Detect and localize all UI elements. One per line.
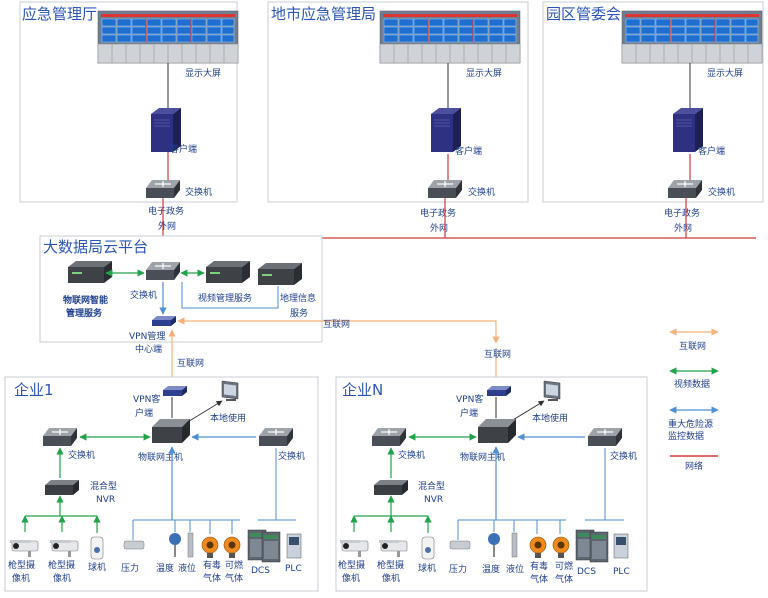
video-management-server [206,261,250,283]
switch-label-0: 交换机 [185,186,212,198]
svg-text:PLC: PLC [285,564,302,574]
svg-text:交换机: 交换机 [68,449,95,461]
switch-0 [145,179,181,199]
svg-text:像机: 像机 [53,572,71,584]
screen-label-0: 显示大屏 [185,67,221,79]
client-label-1: 客户端 [455,145,482,157]
net-label-1a: 电子政务 [420,207,456,219]
svg-text:户端: 户端 [135,407,153,419]
cloud-title: 大数据局云平台 [43,238,148,256]
svg-text:DCS: DCS [251,566,270,576]
svg-text:枪型摄: 枪型摄 [8,559,35,571]
legend-label-video: 视频数据 [674,378,710,390]
svg-text:交换机: 交换机 [278,450,305,462]
screen-label-1: 显示大屏 [466,67,502,79]
svg-text:本地使用: 本地使用 [532,412,568,424]
internet-label-right: 互联网 [484,349,511,360]
geo-info-server [258,263,302,285]
net-label-2a: 电子政务 [664,207,700,219]
svg-text:VPN客: VPN客 [456,393,483,405]
switch-1 [427,179,463,199]
client-server-1 [430,107,462,153]
svg-text:枪型摄: 枪型摄 [338,559,365,571]
enterprise-n: VPN客 户端 本地使用 物联网主机 交换机 交换机 混合型 NVR 枪型摄 像… [338,380,637,585]
svg-text:压力: 压力 [121,562,139,574]
svg-text:混合型: 混合型 [418,480,445,492]
svg-text:有毒: 有毒 [530,560,548,572]
svg-text:交换机: 交换机 [610,450,637,462]
svg-text:物联网主机: 物联网主机 [138,451,183,463]
vpn-center-label-a: VPN管理 [129,330,165,342]
display-wall-2 [621,10,763,64]
svg-text:户端: 户端 [460,407,478,419]
switch-label-1: 交换机 [468,186,495,198]
net-label-1b: 外网 [430,222,448,234]
svg-text:枪型摄: 枪型摄 [377,559,404,571]
svg-text:压力: 压力 [449,563,467,575]
switch-2 [667,179,703,199]
site-title-1: 地市应急管理局 [271,5,376,23]
internet-label-mid: 互联网 [323,319,350,330]
svg-text:混合型: 混合型 [90,480,117,492]
svg-text:球机: 球机 [418,562,436,574]
enterprise-title-1: 企业1 [14,381,54,399]
svg-text:温度: 温度 [156,562,174,574]
geo-label-a: 地理信息 [280,292,316,304]
svg-text:NVR: NVR [96,495,115,505]
svg-text:液位: 液位 [178,562,196,574]
iot-label-b: 管理服务 [66,307,103,319]
vpn-center-label-b: 中心端 [135,343,162,355]
svg-text:有毒: 有毒 [203,559,221,571]
site-title-2: 园区管委会 [546,5,621,23]
display-wall-0 [97,10,239,64]
client-server-2 [672,107,704,153]
enterprise-1: VPN客 户端 本地使用 物联网主机 交换机 交换机 混合型 NVR 枪型摄 像… [8,380,305,584]
svg-text:PLC: PLC [613,567,630,577]
iot-management-server [68,261,112,283]
internet-label-left: 互联网 [177,358,204,369]
svg-text:VPN客: VPN客 [133,393,160,405]
legend: 互联网 视频数据 重大危险源监控数据 网络 [668,328,719,472]
enterprise-title-n: 企业N [342,381,383,399]
svg-text:枪型摄: 枪型摄 [48,559,75,571]
site-title-0: 应急管理厅 [22,5,97,23]
switch-label-2: 交换机 [708,186,735,198]
vpn-center [152,316,176,326]
svg-text:像机: 像机 [382,572,400,584]
svg-text:气体: 气体 [530,573,548,585]
svg-text:NVR: NVR [424,495,443,505]
svg-text:可燃: 可燃 [555,560,573,572]
legend-label-monitor: 重大危险源监控数据 [668,418,713,442]
svg-text:气体: 气体 [225,572,243,584]
svg-text:像机: 像机 [342,572,360,584]
svg-text:DCS: DCS [577,567,596,577]
svg-text:物联网主机: 物联网主机 [460,451,505,463]
legend-label-internet: 互联网 [679,341,706,352]
net-label-0b: 外网 [158,220,176,232]
svg-text:气体: 气体 [555,573,573,585]
svg-text:球机: 球机 [88,561,106,573]
legend-label-network: 网络 [685,460,703,472]
net-label-2b: 外网 [674,222,692,234]
display-wall-1 [379,10,521,64]
svg-text:本地使用: 本地使用 [210,412,246,424]
cloud-switch [145,261,181,281]
video-label: 视频管理服务 [198,292,252,304]
client-label-0: 客户端 [170,143,197,155]
svg-text:交换机: 交换机 [398,449,425,461]
geo-label-b: 服务 [290,307,308,319]
svg-text:液位: 液位 [506,563,524,575]
svg-text:温度: 温度 [482,563,500,575]
svg-text:可燃: 可燃 [225,559,243,571]
cloud-switch-label: 交换机 [130,289,157,301]
client-label-2: 客户端 [698,145,725,157]
svg-text:像机: 像机 [12,572,30,584]
screen-label-2: 显示大屏 [707,67,743,79]
net-label-0a: 电子政务 [148,205,184,217]
iot-label-a: 物联网智能 [63,294,108,306]
svg-text:气体: 气体 [203,572,221,584]
